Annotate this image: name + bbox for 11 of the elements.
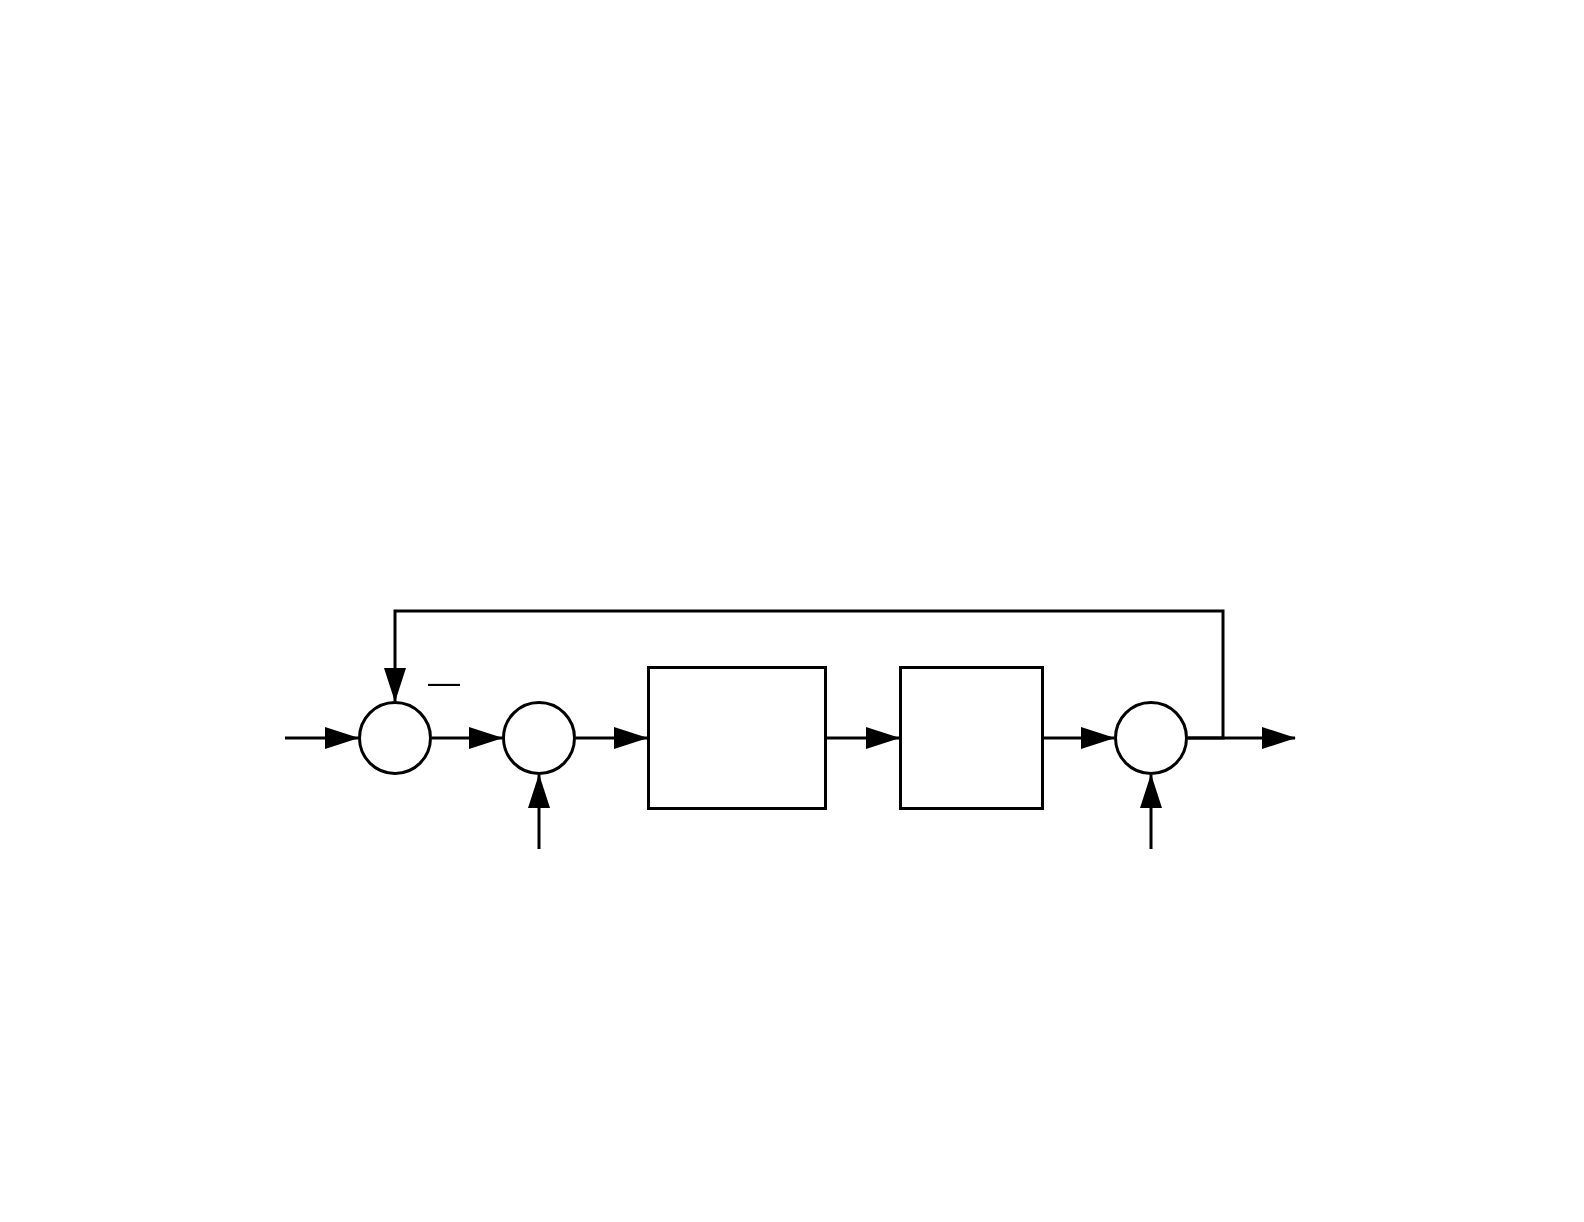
arrow — [1044, 727, 1115, 749]
block-box — [899, 666, 1044, 810]
arrow — [827, 727, 900, 749]
arrow — [528, 774, 550, 849]
arrow — [576, 727, 648, 749]
minus-sign: — — [428, 666, 460, 698]
arrow — [384, 609, 1225, 740]
arrow — [285, 727, 359, 749]
arrow — [432, 727, 503, 749]
arrow — [1140, 774, 1162, 849]
block-box — [647, 666, 827, 810]
